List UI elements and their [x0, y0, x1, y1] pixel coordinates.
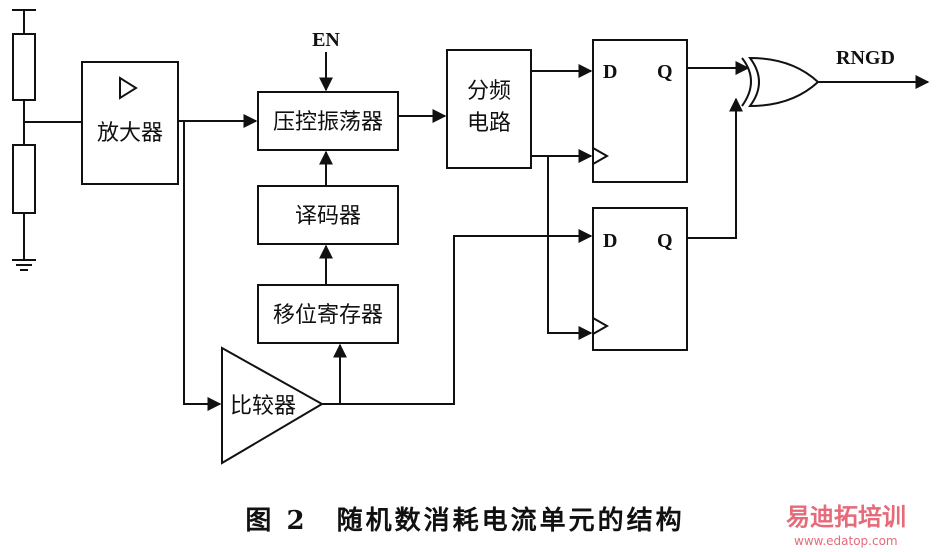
resistor-divider — [12, 9, 36, 271]
divider-block: 分频 电路 — [446, 49, 532, 169]
wire-comparator-to-ff2-d — [322, 229, 593, 405]
watermark-main-text: 易迪拓培训 — [786, 503, 906, 531]
figure-caption: 图 2 随机数消耗电流单元的结构 — [245, 505, 684, 536]
amplifier-label: 放大器 — [97, 121, 163, 146]
xor-gate — [741, 56, 820, 108]
flipflop-top: D Q — [592, 39, 688, 183]
en-signal-label: EN — [312, 29, 340, 51]
resistor-top — [12, 33, 36, 101]
clock-triangle-icon — [592, 147, 610, 165]
flipflop-top-q-label: Q — [657, 61, 673, 83]
divider-label-line1: 分频 — [467, 79, 511, 104]
flipflop-top-d-label: D — [603, 61, 617, 83]
wire-ff2-q-to-xor — [687, 97, 743, 239]
amplifier-triangle-icon — [119, 76, 138, 100]
decoder-block: 译码器 — [257, 185, 399, 245]
vco-label: 压控振荡器 — [273, 110, 383, 135]
resistor-bottom — [12, 144, 36, 214]
flipflop-bottom: D Q — [592, 207, 688, 351]
wire-divider-to-ff2-clk — [547, 156, 593, 340]
watermark-url-text: www.edatop.com — [794, 534, 898, 548]
wires — [24, 52, 930, 411]
wire-amp-to-comparator — [183, 121, 222, 411]
divider-label-line2: 电路 — [467, 111, 511, 136]
ground-icon — [12, 259, 36, 271]
flipflop-bottom-d-label: D — [603, 230, 617, 252]
vco-block: 压控振荡器 — [257, 91, 399, 151]
comparator-label: 比较器 — [230, 394, 296, 419]
shift-register-block: 移位寄存器 — [257, 284, 399, 344]
output-signal-label: RNGD — [836, 47, 895, 69]
watermark-logo: 易迪拓培训 www.edatop.com — [786, 503, 906, 548]
clock-triangle-icon — [592, 317, 610, 335]
comparator-block: 比较器 — [221, 346, 325, 465]
flipflop-bottom-q-label: Q — [657, 230, 673, 252]
amplifier-block: 放大器 — [81, 61, 179, 185]
decoder-label: 译码器 — [295, 204, 361, 229]
shift-register-label: 移位寄存器 — [273, 303, 383, 328]
